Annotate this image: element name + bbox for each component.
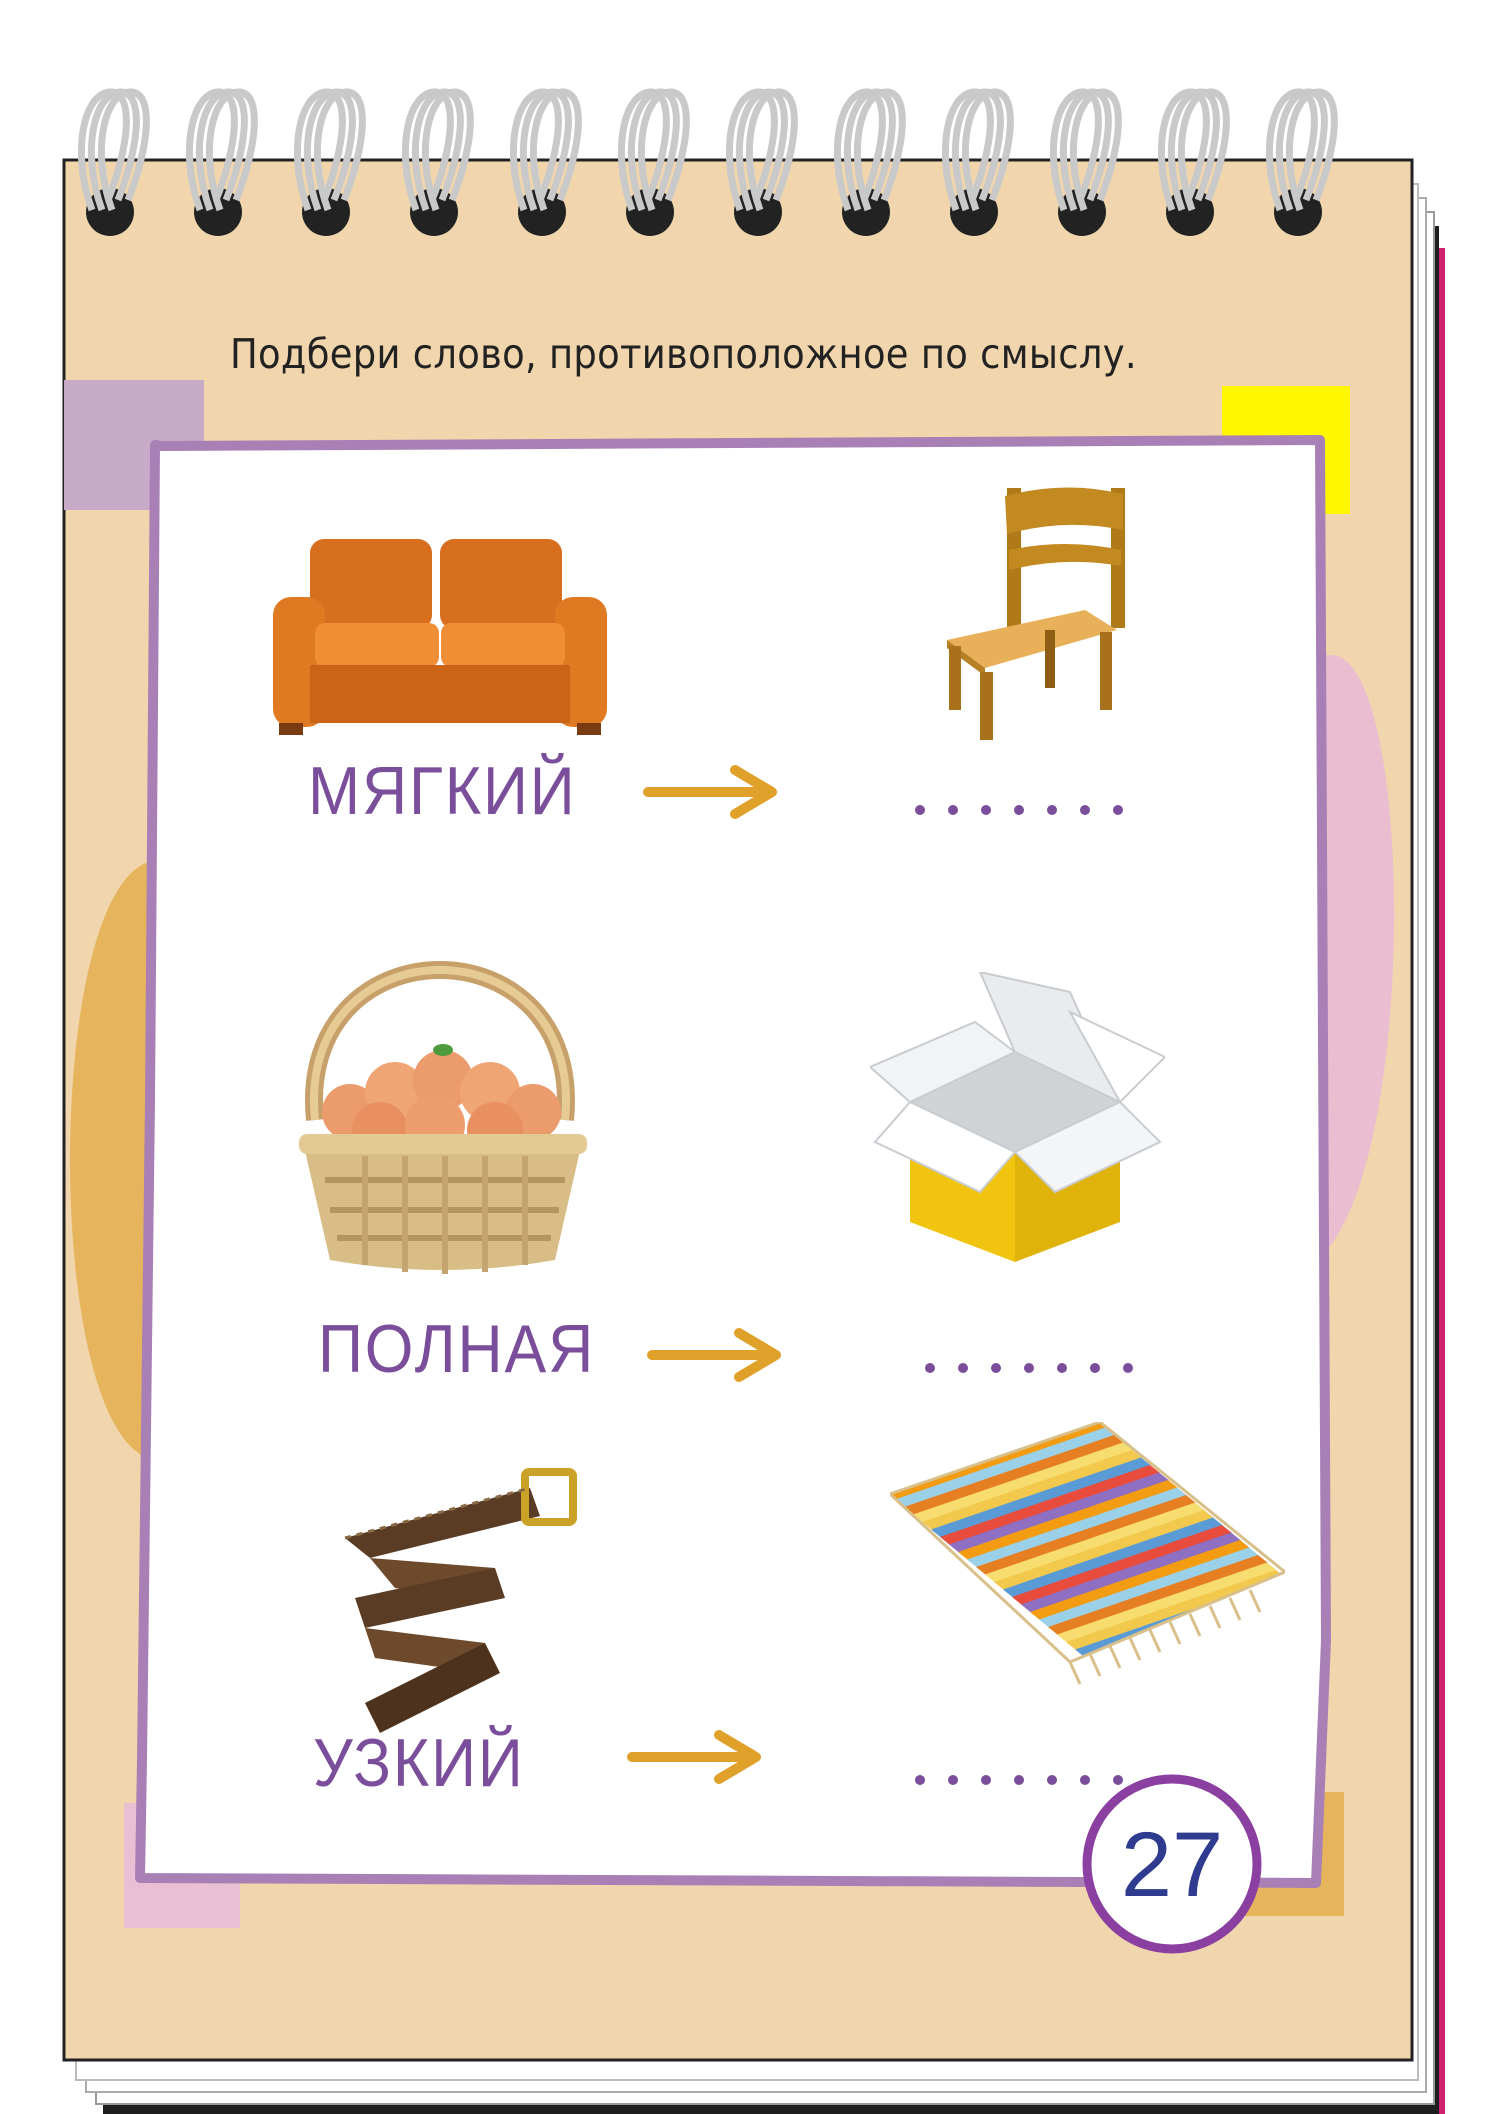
decor-blob xyxy=(70,860,160,1460)
striped-rug-icon xyxy=(890,1422,1285,1685)
page-number: 27 xyxy=(1120,1813,1224,1916)
rug-stripe xyxy=(1003,1517,1223,1598)
answer-dot xyxy=(1113,1775,1123,1785)
answer-dot xyxy=(948,1775,958,1785)
rug-stripe xyxy=(895,1427,1115,1508)
answer-dot xyxy=(1080,1775,1090,1785)
rug-stripe xyxy=(976,1495,1196,1575)
rug-stripe xyxy=(967,1487,1187,1568)
rug-stripe xyxy=(1021,1532,1241,1613)
spiral-ring xyxy=(313,88,366,212)
spiral-ring xyxy=(961,88,1014,212)
arrow-icon xyxy=(627,1730,761,1784)
answer-dot xyxy=(915,805,925,815)
spiral-ring xyxy=(205,88,258,212)
answer-blank-1[interactable] xyxy=(915,790,1135,820)
answer-dot xyxy=(925,1363,935,1373)
arrow-icon xyxy=(647,1328,781,1382)
spiral-ring xyxy=(745,88,798,212)
answer-dot xyxy=(1047,1775,1057,1785)
answer-dot xyxy=(1047,805,1057,815)
rug-stripe xyxy=(1030,1540,1250,1620)
spiral-ring xyxy=(1285,88,1338,212)
answer-dot xyxy=(1090,1363,1100,1373)
rug-stripe xyxy=(985,1502,1205,1583)
answer-dot xyxy=(948,805,958,815)
rug-stripe xyxy=(994,1510,1214,1590)
open-box-icon xyxy=(870,972,1165,1262)
answer-dot xyxy=(1057,1363,1067,1373)
answer-dot xyxy=(1014,1775,1024,1785)
spiral-ring xyxy=(637,88,690,212)
answer-dot xyxy=(1113,805,1123,815)
word-narrow: УЗКИЙ xyxy=(313,1725,525,1801)
rug-stripe xyxy=(913,1442,1133,1523)
arrow-icon xyxy=(643,765,777,819)
word-soft: МЯГКИЙ xyxy=(308,753,577,829)
instruction-text: Подбери слово, противоположное по смыслу… xyxy=(230,330,1137,378)
spiral-ring xyxy=(529,88,582,212)
page-number-circle xyxy=(1082,1774,1262,1954)
answer-blank-2[interactable] xyxy=(925,1352,1145,1382)
answer-dot xyxy=(1123,1363,1133,1373)
rug-stripe xyxy=(1057,1562,1277,1643)
rug-stripe xyxy=(940,1465,1160,1545)
spiral-ring xyxy=(421,88,474,212)
answer-dot xyxy=(1080,805,1090,815)
rug-stripe xyxy=(931,1457,1151,1538)
rug-stripe xyxy=(904,1435,1124,1515)
answer-dot xyxy=(1014,805,1024,815)
rug-stripe xyxy=(922,1450,1142,1530)
rug-stripe xyxy=(958,1480,1178,1560)
spiral-binding xyxy=(77,88,1338,236)
rug-stripe xyxy=(1066,1570,1285,1650)
answer-blank-3[interactable] xyxy=(915,1763,1135,1793)
chair-icon xyxy=(947,487,1125,740)
rug-stripe xyxy=(949,1472,1169,1553)
word-full: ПОЛНАЯ xyxy=(318,1311,596,1387)
sofa-icon xyxy=(273,539,607,735)
rug-stripe xyxy=(1048,1555,1268,1635)
answer-dot xyxy=(1024,1363,1034,1373)
answer-dot xyxy=(981,1775,991,1785)
spiral-ring xyxy=(1177,88,1230,212)
belt-icon xyxy=(344,1468,577,1733)
rug-stripe xyxy=(1039,1547,1259,1628)
basket-of-peaches-icon xyxy=(299,961,587,1274)
answer-dot xyxy=(981,805,991,815)
spiral-ring xyxy=(1069,88,1122,212)
answer-dot xyxy=(958,1363,968,1373)
answer-dot xyxy=(915,1775,925,1785)
spiral-ring xyxy=(853,88,906,212)
answer-dot xyxy=(991,1363,1001,1373)
rug-stripe xyxy=(1012,1525,1232,1605)
spiral-ring xyxy=(97,88,150,212)
